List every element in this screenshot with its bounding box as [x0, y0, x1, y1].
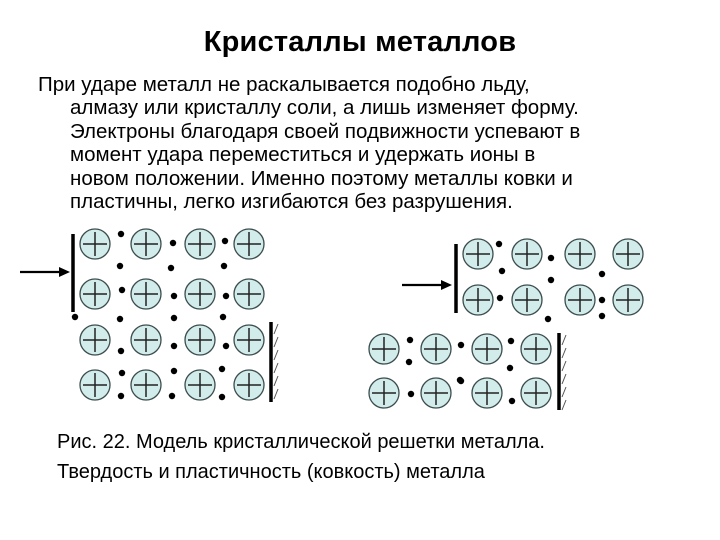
lattice-after-impact	[368, 238, 644, 411]
metal-ion	[233, 278, 265, 310]
electron-dot	[117, 392, 125, 400]
metal-ion	[79, 369, 111, 401]
impact-arrow-head	[441, 280, 452, 290]
electron-dot	[118, 286, 126, 294]
metal-ion	[420, 333, 452, 365]
wall-hatch	[561, 399, 567, 411]
electron-dot	[457, 377, 465, 385]
electron-dot	[167, 264, 175, 272]
electron-dot	[507, 337, 515, 345]
electron-dot	[222, 292, 230, 300]
electron-dot	[170, 342, 178, 350]
metal-ion	[184, 324, 216, 356]
electron-dot	[221, 237, 229, 245]
figure-caption-line-1: Рис. 22. Модель кристаллической решетки …	[57, 431, 545, 453]
electron-dot	[506, 364, 514, 372]
electron-dot	[218, 393, 226, 401]
electron-dot	[598, 270, 606, 278]
body-line: При ударе металл не раскалывается подобн…	[38, 73, 530, 96]
metal-ion	[564, 284, 596, 316]
metal-ion	[520, 333, 552, 365]
metal-ion	[79, 278, 111, 310]
electron-dot	[220, 262, 228, 270]
electron-dot	[598, 312, 606, 320]
wall-hatch	[561, 373, 567, 385]
body-line: пластичны, легко изгибаются без разрушен…	[70, 190, 513, 214]
electron-dot	[116, 315, 124, 323]
metal-ion	[233, 369, 265, 401]
impact-arrow-head	[59, 267, 70, 277]
metal-ion	[233, 324, 265, 356]
metal-ion	[130, 324, 162, 356]
wall-hatch	[273, 349, 279, 361]
metal-ion	[130, 369, 162, 401]
wall-hatch	[273, 388, 279, 400]
metal-ion	[612, 284, 644, 316]
electron-dot	[169, 239, 177, 247]
metal-ion	[420, 377, 452, 409]
metal-ion	[233, 228, 265, 260]
metal-ion	[184, 278, 216, 310]
electron-dot	[457, 341, 465, 349]
metal-ion	[511, 284, 543, 316]
body-line: момент удара переместиться и удержать ио…	[70, 143, 536, 167]
metal-ion	[564, 238, 596, 270]
metal-ion	[184, 369, 216, 401]
electron-dot	[168, 392, 176, 400]
wall-hatch	[561, 386, 567, 398]
electron-dot	[496, 294, 504, 302]
metal-ion	[612, 238, 644, 270]
metal-ion	[511, 238, 543, 270]
wall-hatch	[561, 334, 567, 346]
metal-ion	[471, 377, 503, 409]
metal-ion	[130, 278, 162, 310]
body-line: алмазу или кристаллу соли, а лишь изменя…	[70, 96, 579, 120]
electron-dot	[218, 365, 226, 373]
electron-dot	[405, 358, 413, 366]
slide-body-text: При ударе металл не раскалывается подобн…	[38, 73, 688, 213]
metal-ion	[130, 228, 162, 260]
electron-dot	[71, 313, 79, 321]
wall-hatch	[561, 360, 567, 372]
electron-dot	[544, 315, 552, 323]
electron-dot	[116, 262, 124, 270]
wall-hatch	[273, 336, 279, 348]
electron-dot	[170, 314, 178, 322]
lattice-before-impact	[20, 228, 279, 402]
metal-ion	[184, 228, 216, 260]
electron-dot	[406, 336, 414, 344]
electron-dot	[547, 254, 555, 262]
electron-dot	[117, 230, 125, 238]
wall-hatch	[561, 347, 567, 359]
electron-dot	[219, 313, 227, 321]
body-line: Электроны благодаря своей подвижности ус…	[70, 119, 581, 143]
metal-ion	[368, 333, 400, 365]
wall-hatch	[273, 323, 279, 335]
metal-ion	[471, 333, 503, 365]
electron-dot	[495, 240, 503, 248]
electron-dot	[547, 276, 555, 284]
electron-dot	[170, 292, 178, 300]
metal-ion	[462, 238, 494, 270]
metal-ion	[79, 228, 111, 260]
metal-ion	[368, 377, 400, 409]
electron-dot	[598, 296, 606, 304]
electron-dot	[117, 347, 125, 355]
electron-dot	[508, 397, 516, 405]
metal-ion	[520, 377, 552, 409]
figure-caption-line-2: Твердость и пластичность (ковкость) мета…	[57, 461, 485, 483]
electron-dot	[118, 369, 126, 377]
wall-hatch	[273, 375, 279, 387]
electron-dot	[407, 390, 415, 398]
electron-dot	[498, 267, 506, 275]
slide-title: Кристаллы металлов	[203, 26, 517, 58]
metal-ion	[79, 324, 111, 356]
body-line: новом положении. Именно поэтому металлы …	[70, 166, 573, 190]
wall-hatch	[273, 362, 279, 374]
electron-dot	[170, 367, 178, 375]
metal-ion	[462, 284, 494, 316]
electron-dot	[222, 342, 230, 350]
